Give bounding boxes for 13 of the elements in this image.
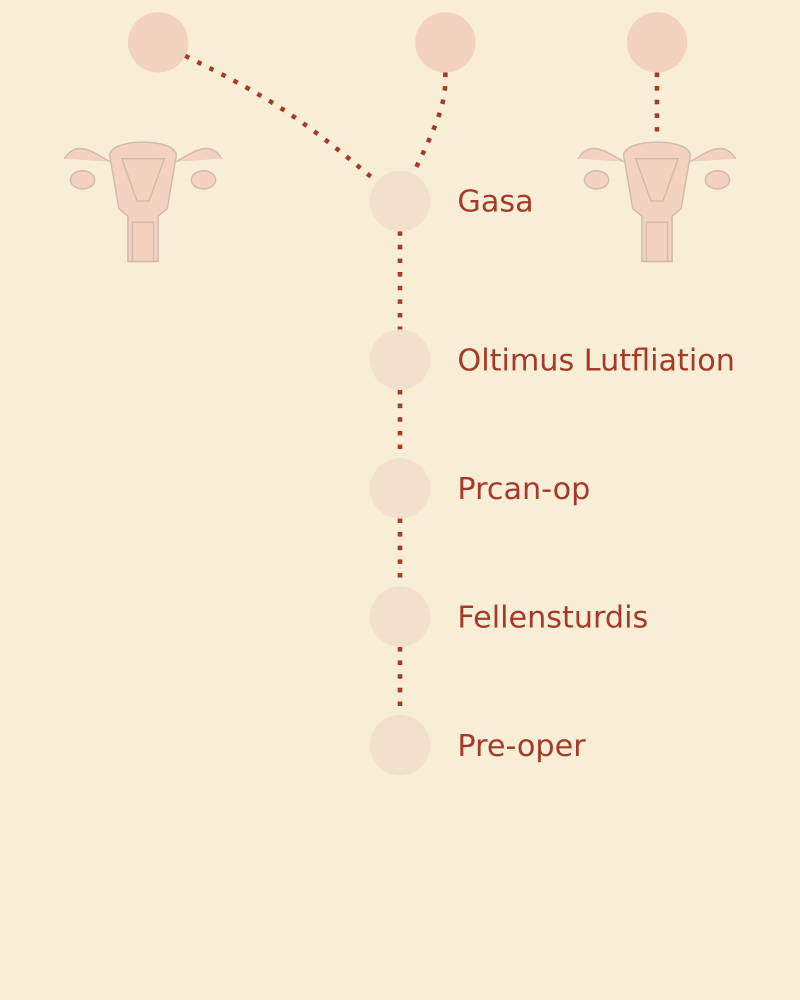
stage-label: Prcan-op [457, 472, 590, 507]
stage-label: Gasa [457, 184, 534, 220]
stage-label: Oltimus Lutfliation [457, 343, 735, 378]
node-circle [370, 170, 430, 232]
node-circle [370, 330, 430, 390]
node-circle [626, 12, 688, 73]
stage-label: Fellensturdis [457, 600, 648, 636]
node-circle [370, 458, 430, 518]
stage-label: Pre-oper [457, 728, 586, 764]
node-circle [370, 586, 430, 647]
node-circle [128, 12, 188, 73]
connector [398, 231, 402, 330]
node-circle [415, 12, 476, 73]
